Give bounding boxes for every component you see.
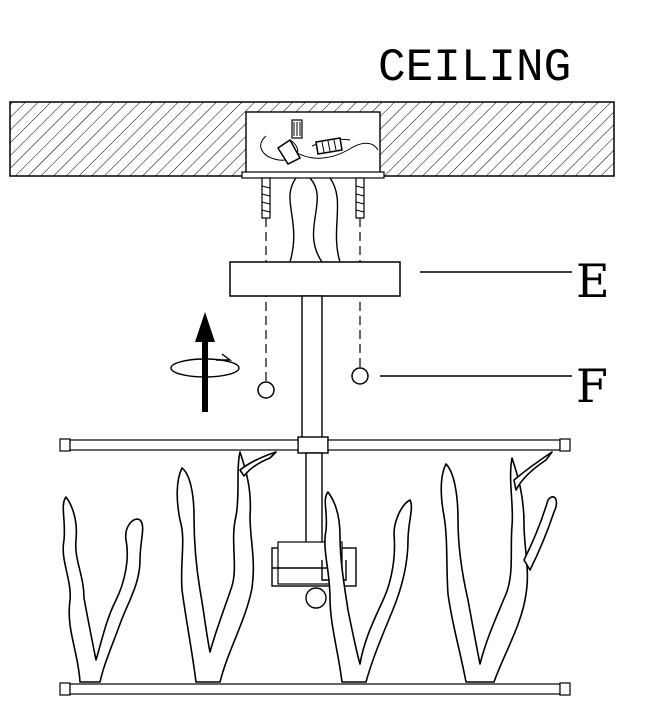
- canopy: [229, 261, 401, 297]
- wire-connectors: [260, 119, 379, 165]
- ceiling-slab: [9, 101, 615, 179]
- label-f: F: [576, 359, 608, 413]
- coral-branch-4: [440, 451, 558, 683]
- lower-frame: [59, 682, 571, 696]
- ceiling-label: CEILING: [378, 42, 571, 94]
- supply-wires: [289, 177, 341, 263]
- up-arrow-icon: [195, 312, 215, 412]
- canopy-nut-left: [257, 381, 275, 399]
- downrod: [297, 295, 329, 554]
- coral-branch-1: [62, 496, 144, 683]
- coral-branch-3: [324, 491, 413, 683]
- upper-frame: [59, 438, 571, 452]
- canopy-nut-right: [351, 367, 369, 385]
- coral-branch-2: [176, 451, 277, 683]
- label-e: E: [576, 254, 610, 308]
- mounting-screws: [261, 177, 365, 219]
